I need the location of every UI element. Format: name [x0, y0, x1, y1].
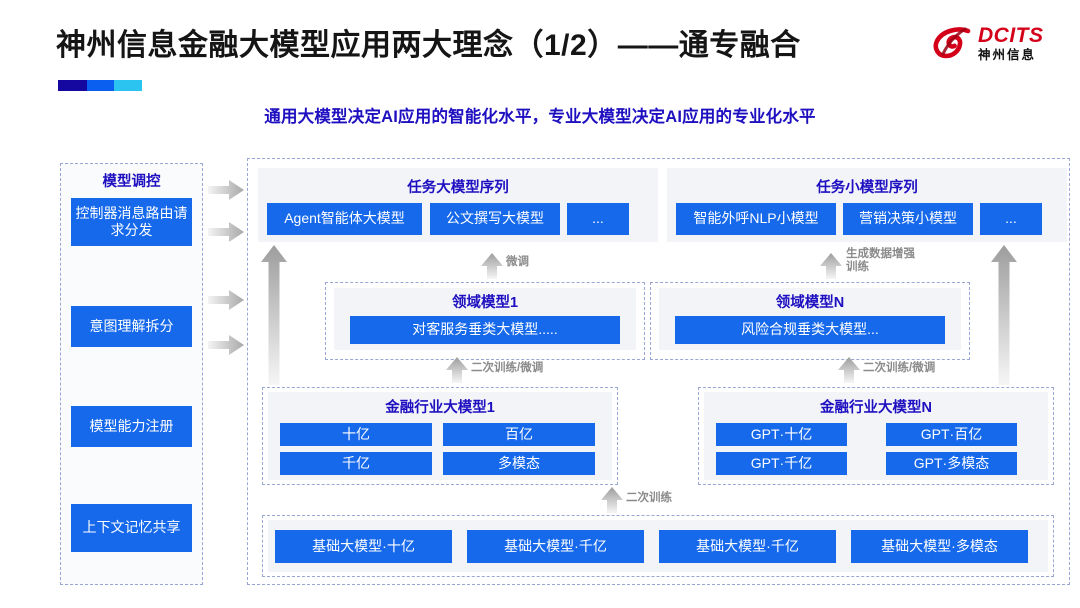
task-large-item-more[interactable]: ... — [567, 203, 629, 235]
left-item-intent-understanding[interactable]: 意图理解拆分 — [71, 306, 192, 347]
arrow-label-fine-tune: 微调 — [506, 256, 529, 268]
task-large-panel-title: 任务大模型序列 — [407, 180, 509, 196]
task-large-item-doc-writing[interactable]: 公文撰写大模型 — [430, 203, 560, 235]
arrow-label-retrain: 二次训练 — [626, 492, 672, 504]
domain-model-1-frame — [325, 282, 645, 360]
accent-bar — [58, 80, 142, 91]
industry-model-1-title: 金融行业大模型1 — [385, 400, 495, 416]
base-model-3[interactable]: 基础大模型·千亿 — [659, 530, 836, 563]
domain-model-1-item[interactable]: 对客服务垂类大模型..... — [350, 316, 620, 344]
arrow-data-augmentation — [820, 253, 842, 284]
riser-arrow-left-tall — [261, 245, 287, 390]
industry-model-n-title: 金融行业大模型N — [820, 400, 932, 416]
main-diagram-frame — [247, 158, 1070, 585]
arrow-retrain-tune-right — [838, 357, 860, 388]
accent-segment-1 — [58, 80, 87, 91]
page-title: 神州信息金融大模型应用两大理念（1/2）——通专融合 — [56, 29, 801, 62]
flow-arrow-right-2 — [208, 222, 244, 242]
logo-english: DCITS — [978, 23, 1044, 47]
flow-arrow-right-1 — [208, 180, 244, 200]
industry-1-item-4[interactable]: 多模态 — [443, 452, 595, 475]
task-small-item-more[interactable]: ... — [980, 203, 1042, 235]
domain-model-n-item[interactable]: 风险合规垂类大模型... — [675, 316, 945, 344]
accent-segment-2 — [86, 80, 115, 91]
industry-1-item-3[interactable]: 千亿 — [280, 452, 432, 475]
left-item-capability-register[interactable]: 模型能力注册 — [71, 406, 192, 447]
accent-segment-3 — [114, 80, 142, 91]
arrow-label-data-augmentation: 生成数据增强 训练 — [846, 248, 915, 274]
industry-n-item-1[interactable]: GPT·十亿 — [716, 423, 847, 446]
base-model-1[interactable]: 基础大模型·十亿 — [275, 530, 452, 563]
domain-model-n-title: 领域模型N — [775, 295, 845, 311]
arrow-retrain — [601, 487, 623, 518]
domain-model-1-title: 领域模型1 — [451, 295, 519, 311]
task-large-item-agent[interactable]: Agent智能体大模型 — [267, 203, 422, 235]
arrow-label-retrain-tune-left: 二次训练/微调 — [471, 362, 544, 374]
industry-1-item-1[interactable]: 十亿 — [280, 423, 432, 446]
left-item-controller-routing[interactable]: 控制器消息路由请求分发 — [71, 198, 192, 246]
flow-arrow-right-3 — [208, 290, 244, 310]
task-small-item-marketing[interactable]: 营销决策小模型 — [843, 203, 973, 235]
industry-1-item-2[interactable]: 百亿 — [443, 423, 595, 446]
industry-model-1-frame — [262, 387, 618, 485]
logo-chinese: 神州信息 — [978, 47, 1037, 62]
industry-n-item-2[interactable]: GPT·百亿 — [886, 423, 1017, 446]
industry-model-n-frame — [698, 387, 1054, 485]
flow-arrow-right-4 — [208, 335, 244, 355]
logo-text: DCITS 神州信息 — [978, 25, 1044, 62]
base-models-frame — [262, 515, 1054, 577]
arrow-fine-tune — [481, 253, 503, 284]
page-subtitle: 通用大模型决定AI应用的智能化水平，专业大模型决定AI应用的专业化水平 — [264, 108, 816, 126]
base-model-2[interactable]: 基础大模型·千亿 — [467, 530, 644, 563]
domain-model-n-frame — [650, 282, 970, 360]
task-small-panel-title: 任务小模型序列 — [816, 180, 918, 196]
industry-n-item-4[interactable]: GPT·多模态 — [886, 452, 1017, 475]
dcits-swirl-icon — [932, 23, 972, 63]
arrow-retrain-tune-left — [446, 357, 468, 388]
left-column-title: 模型调控 — [102, 174, 161, 190]
left-item-context-memory-share[interactable]: 上下文记忆共享 — [71, 504, 192, 552]
company-logo: DCITS 神州信息 — [932, 18, 1062, 68]
industry-n-item-3[interactable]: GPT·千亿 — [716, 452, 847, 475]
riser-arrow-right-tall — [991, 245, 1017, 390]
task-small-item-nlp-outbound[interactable]: 智能外呼NLP小模型 — [676, 203, 836, 235]
arrow-label-retrain-tune-right: 二次训练/微调 — [863, 362, 936, 374]
base-model-4[interactable]: 基础大模型·多模态 — [851, 530, 1028, 563]
